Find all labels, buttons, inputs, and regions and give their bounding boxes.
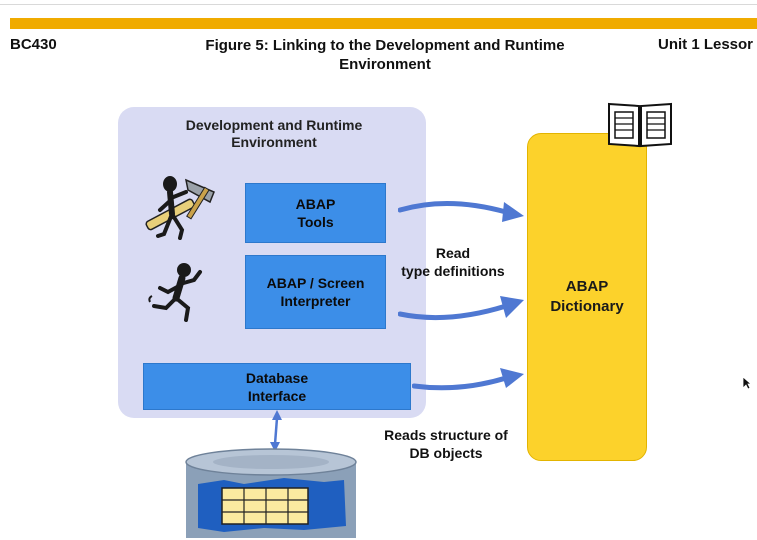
open-book-icon <box>608 102 672 148</box>
interpreter-to-dictionary-arrow <box>398 296 524 321</box>
unit-label: Unit 1 Lessor <box>658 36 754 53</box>
worker-with-hammer-icon <box>145 176 215 240</box>
abap-tools-line1: ABAP <box>295 196 336 212</box>
header-accent-bar <box>10 18 757 29</box>
db-interface-line1: Database <box>245 369 309 386</box>
db-interface-line2: Interface <box>247 387 307 404</box>
db-interface-to-dictionary-arrow <box>412 368 524 391</box>
interpreter-line2: Interpreter <box>280 293 351 309</box>
abap-dictionary-box: ABAP Dictionary <box>527 133 647 461</box>
dictionary-line2: Dictionary <box>550 298 624 315</box>
database-link-arrow <box>270 410 282 452</box>
figure-title: Figure 5: Linking to the Development and… <box>205 37 565 73</box>
abap-screen-interpreter-box: ABAP / Screen Interpreter <box>245 255 386 329</box>
interpreter-line1: ABAP / Screen <box>266 275 365 291</box>
top-divider <box>0 4 757 5</box>
abap-tools-box: ABAP Tools <box>245 183 386 243</box>
read-type-definitions-label: Read type definitions <box>401 245 505 279</box>
dictionary-line1: ABAP <box>565 278 609 295</box>
reads-structure-label: Reads structure of DB objects <box>384 427 508 461</box>
running-figure-icon <box>148 263 202 322</box>
database-cylinder-icon <box>185 448 357 538</box>
mouse-cursor-icon <box>742 376 752 390</box>
database-interface-box: Database Interface <box>143 363 411 410</box>
abap-tools-line2: Tools <box>297 214 334 230</box>
course-code: BC430 <box>10 36 57 53</box>
tools-to-dictionary-arrow <box>398 200 524 222</box>
environment-title: Development and Runtime Environment <box>185 117 363 150</box>
